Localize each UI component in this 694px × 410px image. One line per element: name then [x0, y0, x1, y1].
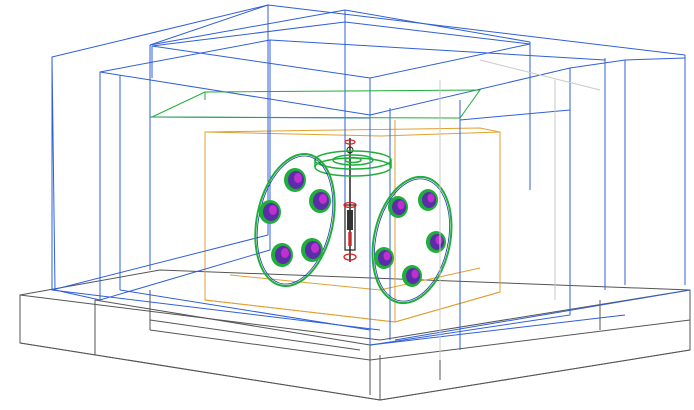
- enclosure-wireframe: [51, 4, 691, 350]
- port-icon: [259, 200, 281, 224]
- port-icon: [388, 196, 408, 218]
- port-icon: [402, 265, 422, 287]
- right-ports: [374, 189, 446, 287]
- central-shaft: [343, 138, 357, 262]
- top-plate: [151, 89, 481, 119]
- inner-frame: [204, 120, 501, 323]
- hidden-edges: [439, 59, 601, 360]
- port-icon: [374, 247, 394, 269]
- top-flange: [314, 150, 392, 177]
- left-ports: [259, 168, 331, 267]
- port-icon: [284, 168, 306, 192]
- port-icon: [418, 189, 438, 211]
- right-port-ring: [371, 175, 453, 305]
- port-icon: [301, 238, 323, 262]
- port-icon: [426, 231, 446, 253]
- port-icon: [271, 243, 293, 267]
- port-icon: [309, 189, 331, 213]
